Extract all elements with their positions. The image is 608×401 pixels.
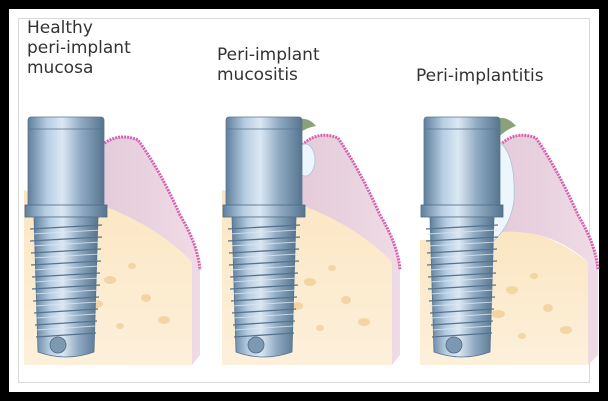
mucosa-edge-3 (498, 133, 600, 271)
mucosa-2 (302, 135, 400, 365)
label-line: Peri-implantitis (416, 66, 544, 86)
figure-inner-border (18, 18, 590, 383)
panel-healthy (24, 116, 202, 365)
mucosa-edge-1 (101, 135, 202, 271)
label-line: Healthy (27, 18, 93, 38)
mucosa-3 (500, 135, 598, 365)
mucosa-edge-2 (300, 133, 402, 271)
implant-2 (222, 116, 306, 358)
mucosa-1 (102, 136, 200, 365)
implant-3 (420, 116, 504, 358)
label-line: mucositis (217, 65, 298, 85)
panel-mucositis (222, 116, 402, 365)
label-mucositis: Peri-implant mucositis (217, 45, 320, 85)
label-peri-implantitis: Peri-implantitis (416, 66, 544, 86)
label-line: Peri-implant (217, 45, 320, 65)
implant-1 (24, 116, 108, 358)
panel-peri-implantitis (420, 116, 600, 365)
label-healthy-mucosa: Healthy peri-implant mucosa (27, 18, 131, 78)
label-line: mucosa (27, 58, 94, 78)
label-line: peri-implant (27, 38, 131, 58)
